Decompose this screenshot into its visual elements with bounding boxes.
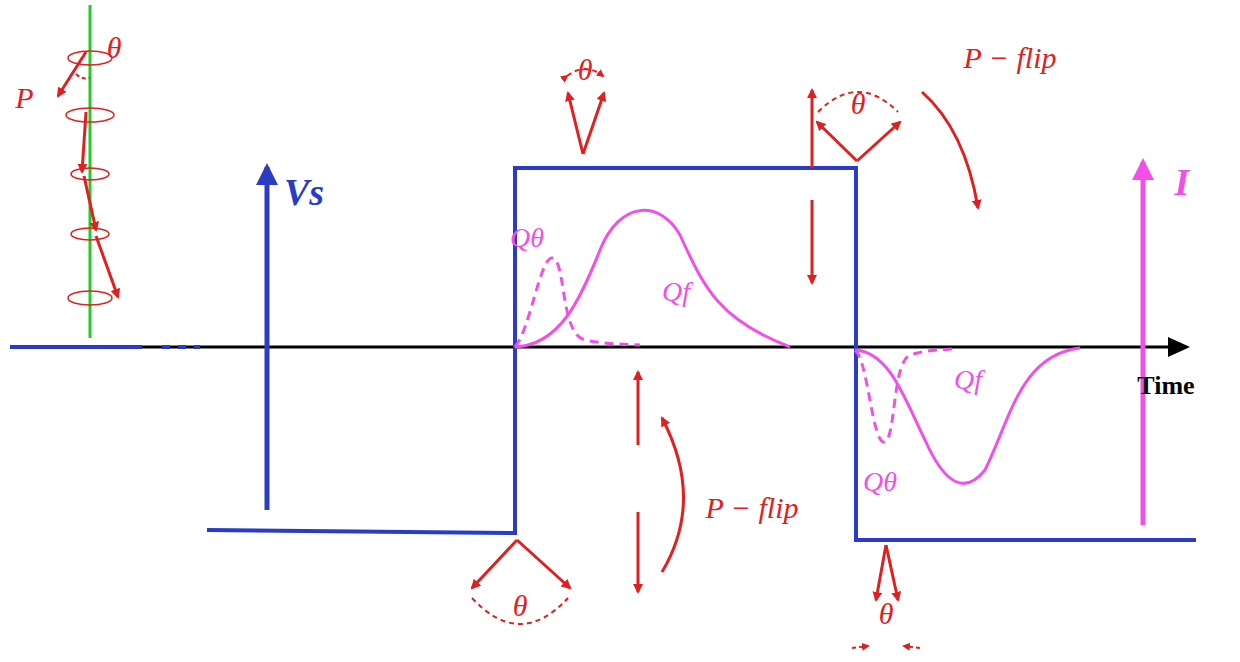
charge-label: Qθ	[510, 224, 544, 252]
vector-label: P⃗	[15, 83, 57, 113]
flip-arrows	[637, 372, 640, 592]
spin-axis	[89, 5, 92, 338]
polarization-vectors	[58, 52, 118, 297]
angle-label: θ	[107, 33, 122, 63]
polarization-vectors	[876, 545, 898, 600]
flip-arrows	[811, 90, 814, 283]
signal-name: I	[1175, 163, 1190, 201]
angle-arc	[76, 74, 90, 79]
voltage-waveform	[10, 168, 1196, 540]
current-axis	[1141, 162, 1146, 525]
polarization-vectors	[817, 122, 900, 161]
flip-curve	[922, 92, 978, 208]
angle-label: θ	[578, 55, 593, 85]
angle-label: θ	[879, 599, 894, 629]
time-axis	[10, 346, 1186, 349]
polarization-vectors	[568, 93, 604, 154]
angle-arc	[852, 646, 920, 648]
angle-label: θ	[513, 591, 528, 621]
flip-label: P − flip	[705, 493, 798, 523]
axis-label: Time	[1137, 373, 1194, 399]
charge-label: Qf	[954, 366, 982, 394]
polarization-vectors	[472, 540, 570, 588]
flip-curve	[662, 418, 684, 572]
voltage-axis	[265, 167, 270, 510]
flip-label: P − flip	[963, 43, 1056, 73]
charge-label: Qθ	[863, 468, 897, 496]
signal-name: Vs	[284, 173, 324, 211]
angle-label: θ	[851, 89, 866, 119]
charge-label: Qf	[662, 278, 690, 306]
current-pulses	[515, 210, 1080, 483]
